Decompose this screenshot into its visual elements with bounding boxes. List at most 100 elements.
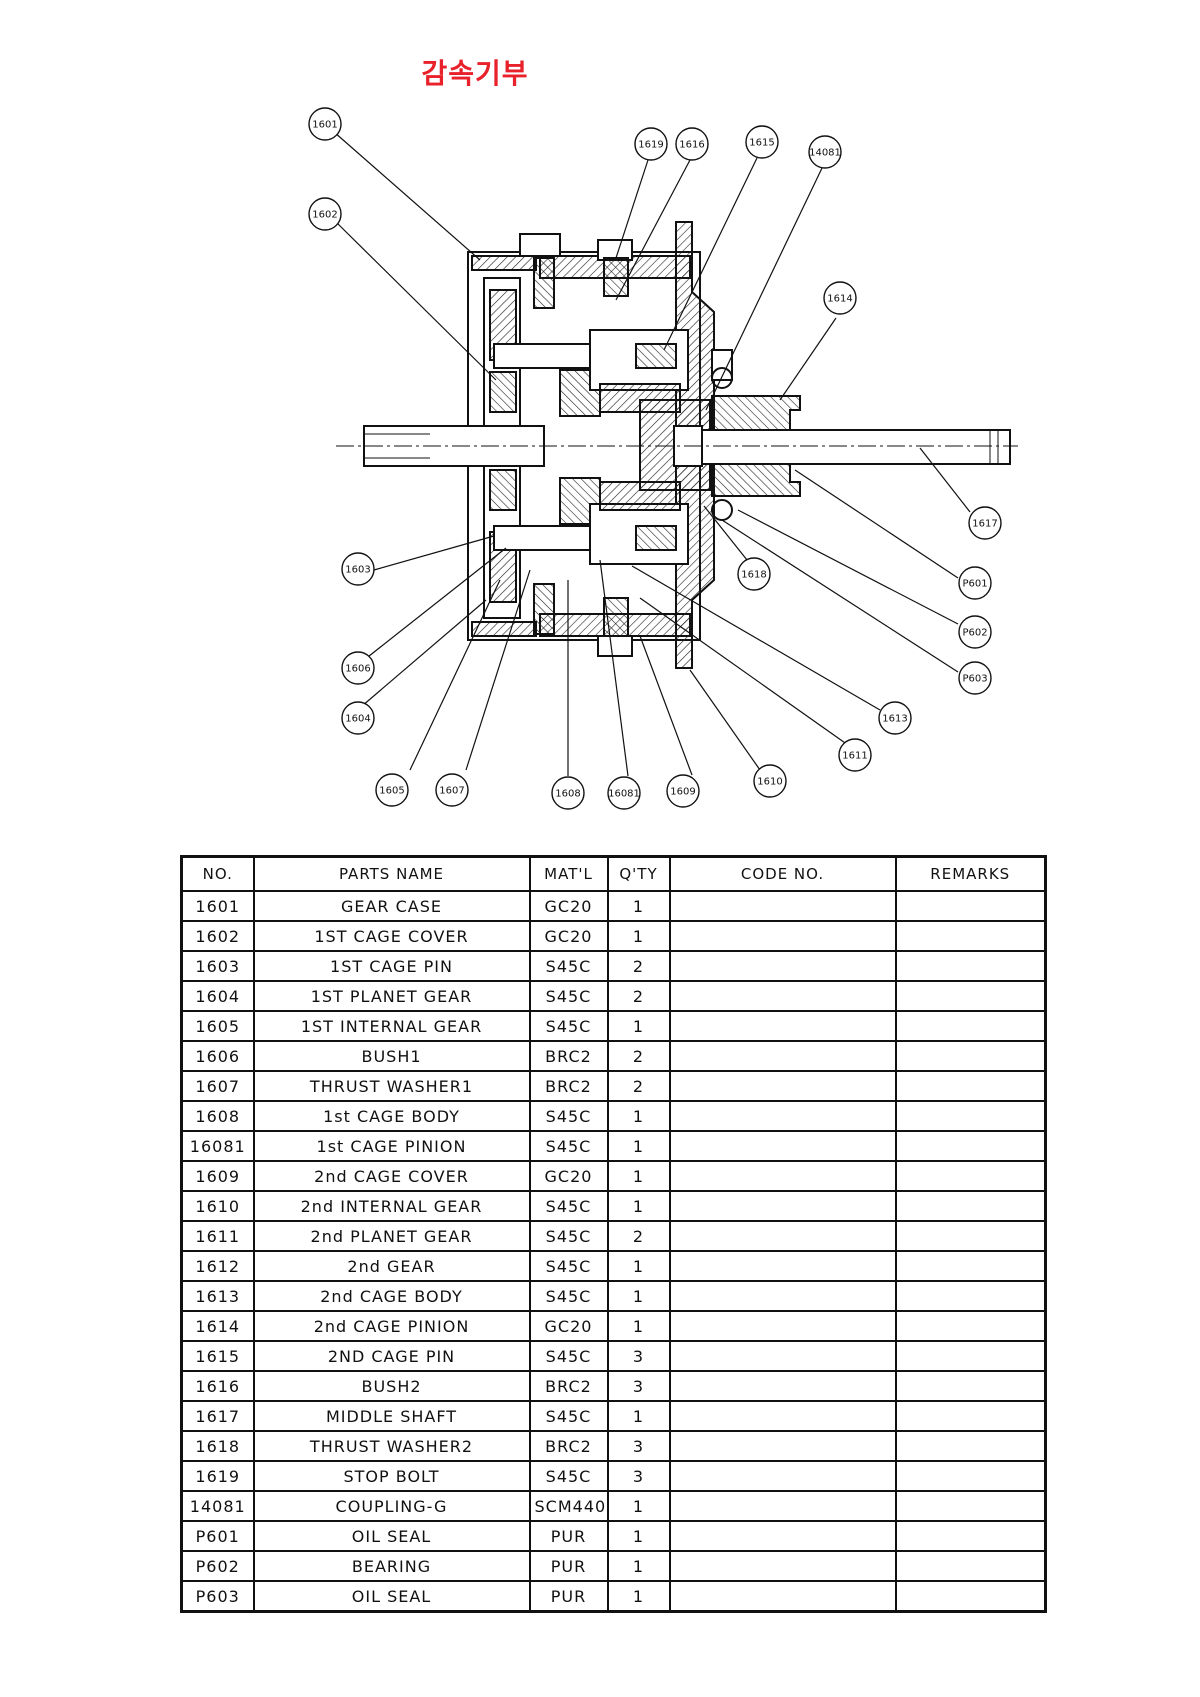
cell-quantity: 1 xyxy=(606,1520,671,1552)
callout-circle xyxy=(308,197,342,231)
cell-material: GC20 xyxy=(528,1160,609,1192)
cell-quantity: 3 xyxy=(606,1370,671,1402)
cell-remarks xyxy=(894,1580,1047,1613)
cell-remarks xyxy=(894,1340,1047,1372)
callout-label: P601 xyxy=(962,579,987,590)
cell-parts-name: BUSH2 xyxy=(252,1370,531,1402)
cell-no: P603 xyxy=(180,1580,255,1613)
callout-circle xyxy=(666,774,700,808)
callout-circle xyxy=(607,776,641,810)
cell-no: 1611 xyxy=(180,1220,255,1252)
cell-parts-name: BUSH1 xyxy=(252,1040,531,1072)
cell-remarks xyxy=(894,1130,1047,1162)
cell-quantity: 1 xyxy=(606,1550,671,1582)
cell-parts-name: OIL SEAL xyxy=(252,1520,531,1552)
cell-quantity: 1 xyxy=(606,890,671,922)
callout-label: 14081 xyxy=(809,148,841,159)
cell-code-no xyxy=(668,1460,897,1492)
cell-remarks xyxy=(894,1400,1047,1432)
callout-circle xyxy=(958,566,992,600)
cell-material: BRC2 xyxy=(528,1040,609,1072)
callout-circle xyxy=(745,125,779,159)
cell-remarks xyxy=(894,1280,1047,1312)
cell-no: 1618 xyxy=(180,1430,255,1462)
cell-quantity: 1 xyxy=(606,1280,671,1312)
cell-parts-name: THRUST WASHER1 xyxy=(252,1070,531,1102)
cell-material: S45C xyxy=(528,980,609,1012)
cell-code-no xyxy=(668,1130,897,1162)
cell-remarks xyxy=(894,980,1047,1012)
callout-label: 16081 xyxy=(608,789,640,800)
cell-code-no xyxy=(668,1490,897,1522)
callout-label: 1605 xyxy=(379,786,404,797)
cell-code-no xyxy=(668,1430,897,1462)
cell-parts-name: 2nd CAGE BODY xyxy=(252,1280,531,1312)
cell-quantity: 1 xyxy=(606,1400,671,1432)
callout-label: 1616 xyxy=(679,140,704,151)
callout-circle xyxy=(968,506,1002,540)
cell-parts-name: 2nd PLANET GEAR xyxy=(252,1220,531,1252)
cell-remarks xyxy=(894,890,1047,922)
cell-parts-name: 2ND CAGE PIN xyxy=(252,1340,531,1372)
table-header-row: NO. PARTS NAME MAT'L Q'TY CODE NO. REMAR… xyxy=(180,855,1047,892)
parts-table: NO. PARTS NAME MAT'L Q'TY CODE NO. REMAR… xyxy=(180,855,1047,1613)
cell-quantity: 1 xyxy=(606,1490,671,1522)
cell-code-no xyxy=(668,1280,897,1312)
cell-remarks xyxy=(894,1250,1047,1282)
cell-parts-name: 1st CAGE PINION xyxy=(252,1130,531,1162)
cell-parts-name: STOP BOLT xyxy=(252,1460,531,1492)
callout-label: 1614 xyxy=(827,294,852,305)
cell-material: SCM440 xyxy=(528,1490,609,1522)
cell-material: GC20 xyxy=(528,890,609,922)
cell-remarks xyxy=(894,1190,1047,1222)
callout-label: 1619 xyxy=(638,140,663,151)
callout-circle xyxy=(551,776,585,810)
callout-label: 1608 xyxy=(555,789,580,800)
cell-remarks xyxy=(894,1430,1047,1462)
cell-quantity: 2 xyxy=(606,1220,671,1252)
cell-parts-name: COUPLING-G xyxy=(252,1490,531,1522)
callout-label: 1610 xyxy=(757,777,782,788)
cell-material: S45C xyxy=(528,1340,609,1372)
callout-label: 1603 xyxy=(345,565,370,576)
cell-code-no xyxy=(668,1220,897,1252)
cell-quantity: 1 xyxy=(606,1310,671,1342)
cell-material: GC20 xyxy=(528,920,609,952)
cell-quantity: 1 xyxy=(606,1250,671,1282)
cell-no: 1609 xyxy=(180,1160,255,1192)
cell-material: S45C xyxy=(528,1250,609,1282)
callout-circle xyxy=(838,738,872,772)
callout-label: 1602 xyxy=(312,210,337,221)
cell-no: 1610 xyxy=(180,1190,255,1222)
cell-quantity: 1 xyxy=(606,1160,671,1192)
header-remarks: REMARKS xyxy=(894,855,1047,892)
cell-code-no xyxy=(668,920,897,952)
cell-code-no xyxy=(668,1370,897,1402)
callouts xyxy=(333,131,971,777)
cell-quantity: 2 xyxy=(606,1040,671,1072)
cell-no: 1608 xyxy=(180,1100,255,1132)
cell-quantity: 1 xyxy=(606,1190,671,1222)
callout-circle xyxy=(958,615,992,649)
cell-code-no xyxy=(668,1580,897,1613)
cell-material: PUR xyxy=(528,1520,609,1552)
cell-quantity: 2 xyxy=(606,950,671,982)
assembly-body xyxy=(336,221,1018,669)
cell-remarks xyxy=(894,1100,1047,1132)
header-material: MAT'L xyxy=(528,855,609,892)
callout-circle xyxy=(308,107,342,141)
cell-no: 1612 xyxy=(180,1250,255,1282)
cell-material: S45C xyxy=(528,1220,609,1252)
